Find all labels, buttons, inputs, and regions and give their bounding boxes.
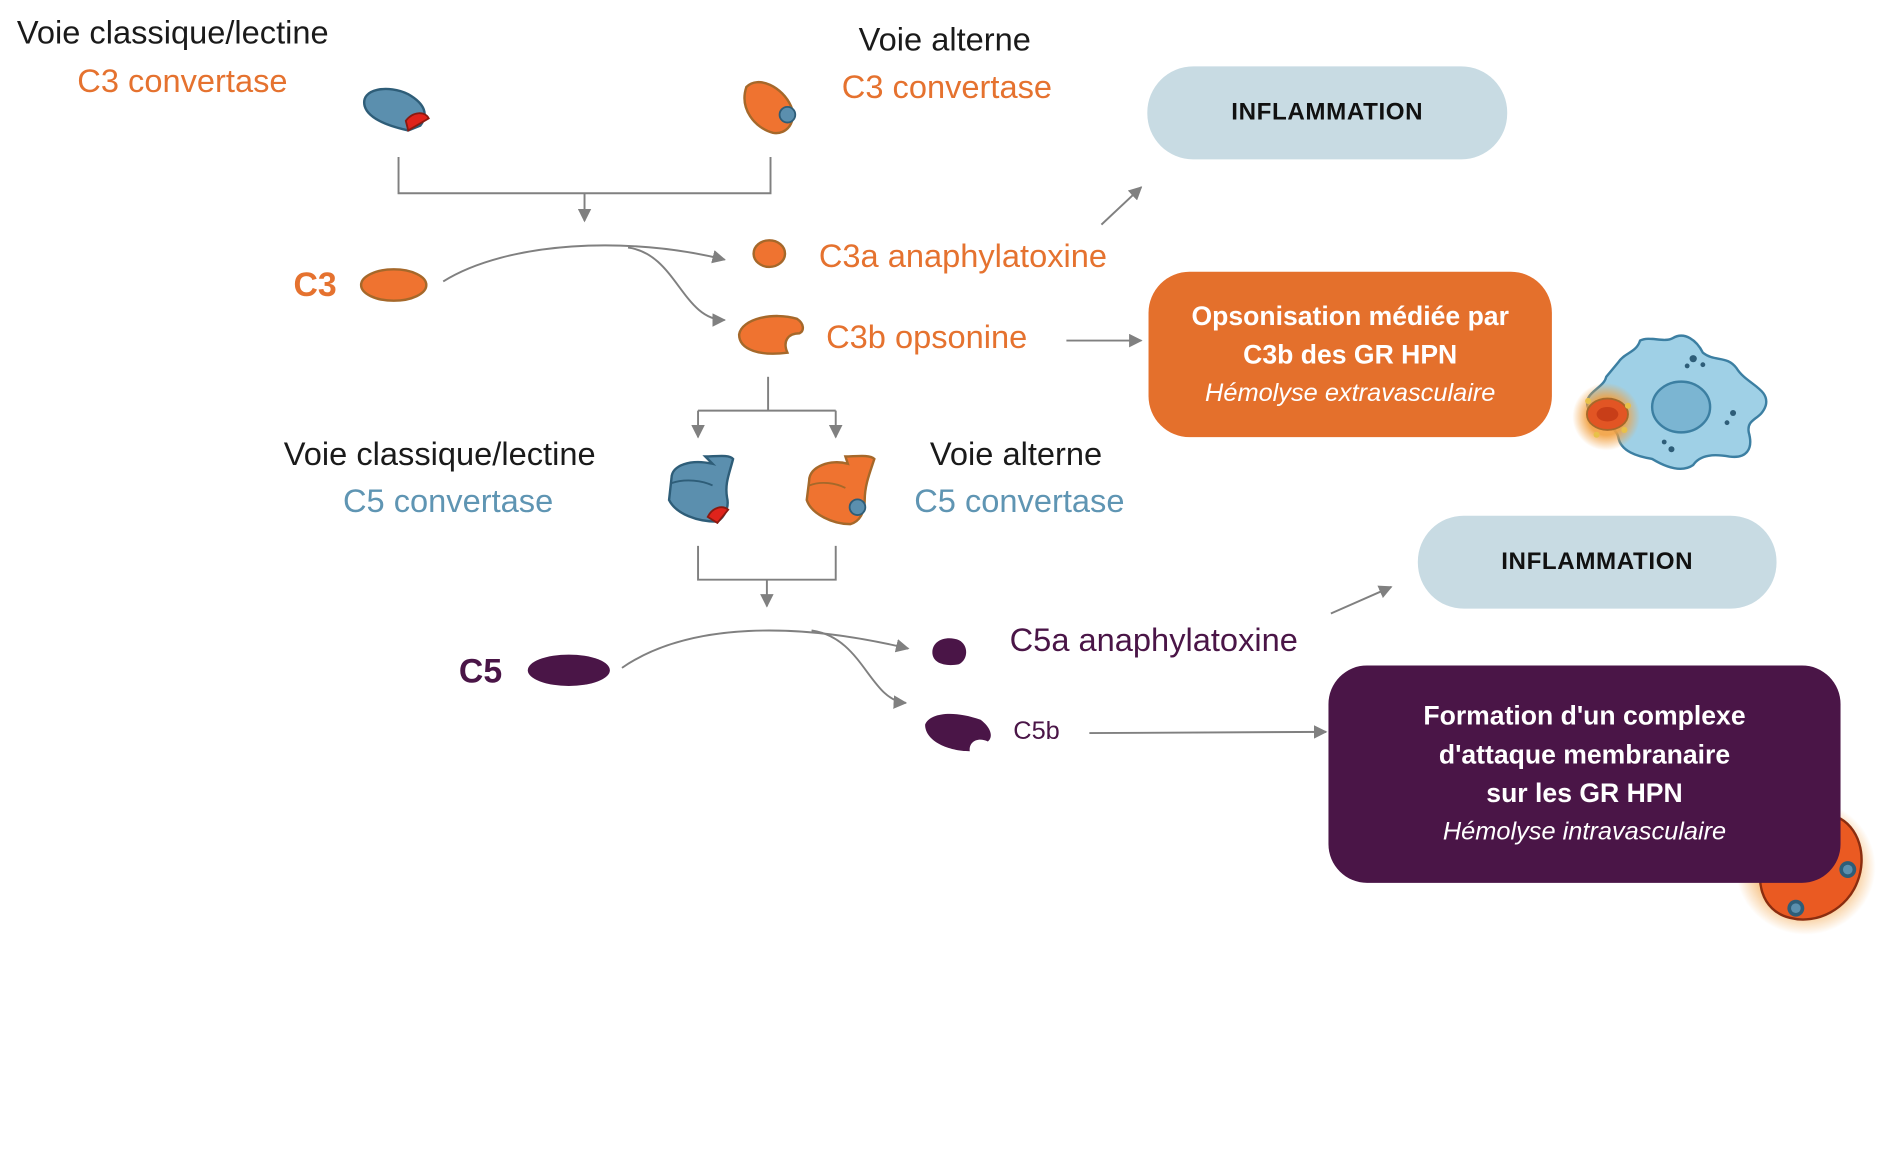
c3-convertase-classic-icon: [363, 87, 430, 132]
c5a-to-inflammation-arrow: [1330, 585, 1393, 615]
inflammation-text: INFLAMMATION: [1231, 99, 1424, 126]
c5-molecule: [527, 654, 610, 686]
c5b-fragment: [925, 713, 991, 752]
c5b-to-mac-arrow: [1089, 725, 1328, 739]
mac-title-line1: Formation d'un complexe: [1423, 700, 1746, 731]
extravascular-hemolysis-label: Hémolyse extravasculaire: [1205, 378, 1496, 407]
c3-convertase-alternative-icon: [743, 81, 797, 135]
c5-classic-pathway-label: Voie classique/lectine: [283, 435, 596, 473]
intravascular-hemolysis-label: Hémolyse intravasculaire: [1442, 817, 1727, 846]
mac-title-line3: sur les GR HPN: [1486, 777, 1683, 808]
c5-label: C5: [458, 652, 503, 690]
mac-title-line2: d'attaque membranaire: [1438, 739, 1731, 770]
c3-classic-convertase-label: C3 convertase: [77, 62, 288, 100]
c3-alternative-pathway-label: Voie alterne: [858, 21, 1031, 58]
c5-convertase-split-connector: [691, 376, 843, 439]
c5b-label: C5b: [1013, 717, 1060, 746]
c3-label: C3: [293, 265, 337, 304]
c3a-to-inflammation-arrow: [1100, 186, 1143, 226]
macrophage-illustration: [1572, 334, 1768, 470]
c3-cleavage-arrows: [442, 244, 726, 327]
c5-convertase-alternative-icon: [805, 454, 876, 526]
c5-cleavage-arrows: [621, 629, 910, 709]
c5a-fragment: [932, 638, 967, 666]
c3-molecule: [359, 268, 428, 302]
inflammation-text: INFLAMMATION: [1501, 548, 1694, 575]
c5-alternative-convertase-label: C5 convertase: [914, 483, 1125, 520]
c3-alternative-convertase-label: C3 convertase: [841, 68, 1053, 106]
opsonisation-box: Opsonisation médiée par C3b des GR HPN H…: [1148, 271, 1552, 438]
c3b-label: C3b opsonine: [826, 318, 1028, 356]
membrane-attack-complex-box: Formation d'un complexe d'attaque membra…: [1328, 665, 1841, 883]
c5a-label: C5a anaphylatoxine: [1009, 621, 1298, 659]
c3a-fragment: [752, 239, 787, 269]
opsonisation-title-line2: C3b des GR HPN: [1243, 338, 1458, 369]
inflammation-box-c3a: INFLAMMATION: [1147, 66, 1508, 160]
opsonisation-title-line1: Opsonisation médiée par: [1191, 300, 1509, 331]
inflammation-box-c5a: INFLAMMATION: [1417, 515, 1777, 609]
c3b-fragment: [737, 314, 805, 355]
c5-classic-convertase-label: C5 convertase: [342, 483, 554, 520]
c3-convertase-merge-connector: [397, 157, 772, 223]
c3-classic-pathway-label: Voie classique/lectine: [16, 14, 329, 51]
c5-convertase-merge-connector: [697, 545, 837, 608]
c3a-label: C3a anaphylatoxine: [818, 237, 1108, 275]
c5-convertase-classic-icon: [667, 454, 735, 525]
c5-alternative-pathway-label: Voie alterne: [929, 435, 1103, 473]
